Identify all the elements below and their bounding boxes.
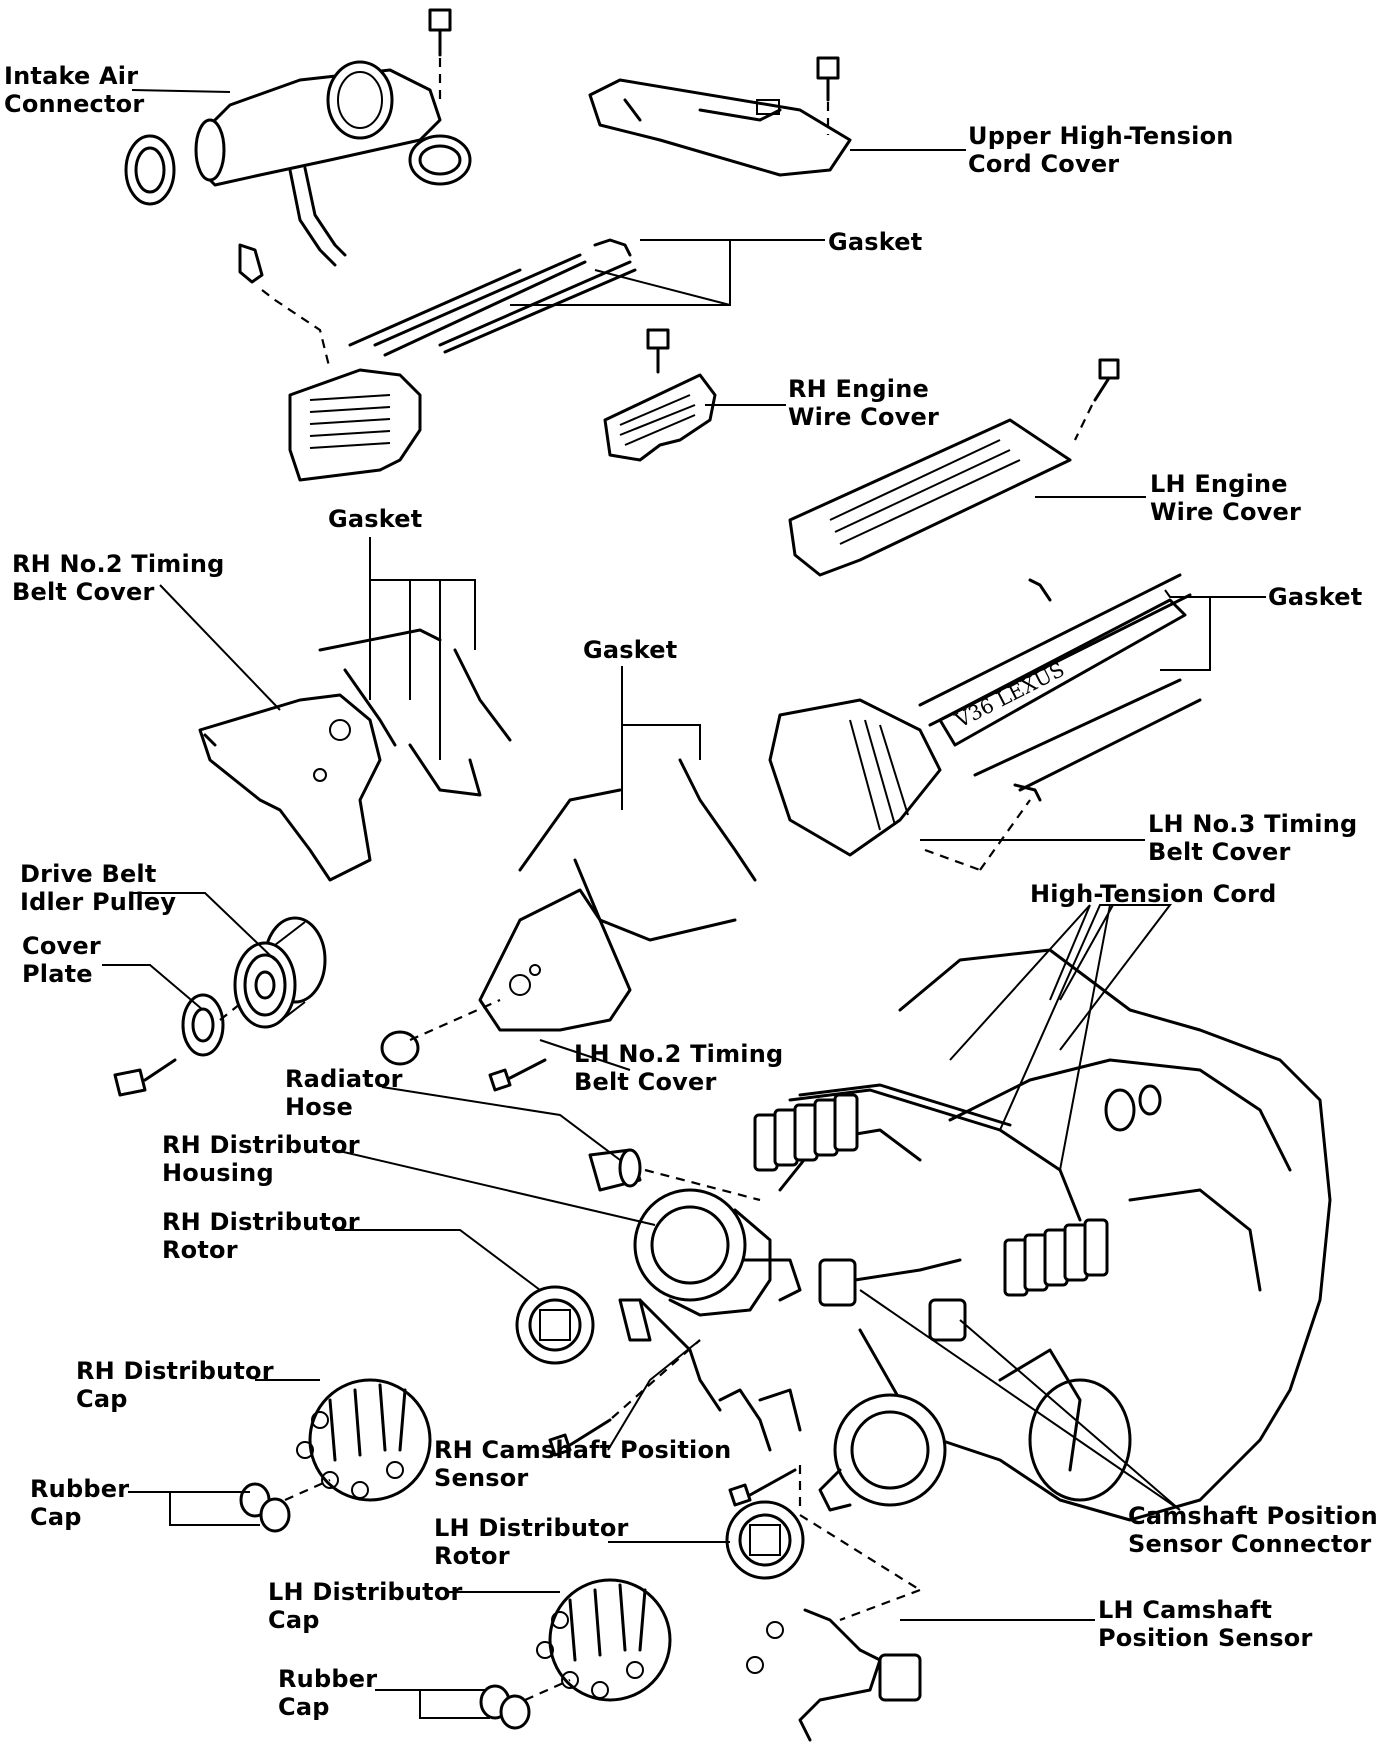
- label-rh-engine-wire-cover: RH Engine Wire Cover: [788, 375, 940, 431]
- lh-distributor-housing-part: [728, 1393, 947, 1512]
- rubber-cap-lower-part: [479, 1678, 571, 1730]
- rh-no3-timing-belt-cover-part: [238, 243, 422, 482]
- label-camshaft-position-sensor-connector: Camshaft Position Sensor Connector: [1128, 1502, 1376, 1558]
- label-lh-no3-timing-belt-cover: LH No.3 Timing Belt Cover: [1148, 810, 1358, 866]
- label-lh-engine-wire-cover: LH Engine Wire Cover: [1150, 470, 1302, 526]
- middle-gaskets-part: [518, 758, 757, 942]
- radiator-hose-part: [588, 1148, 761, 1202]
- drive-belt-idler-pulley-part: [233, 916, 327, 1029]
- lh-distributor-cap-part: [536, 1578, 672, 1702]
- rh-distributor-rotor-part: [515, 1285, 595, 1365]
- label-drive-belt-idler-pulley: Drive Belt Idler Pulley: [20, 860, 177, 916]
- rh-distributor-cap-part: [296, 1378, 432, 1502]
- label-rubber-cap-upper: Rubber Cap: [30, 1475, 130, 1531]
- cover-plate-part: [113, 993, 246, 1097]
- lh-distributor-rotor-part: [725, 1500, 921, 1622]
- high-tension-cord-part: [753, 1083, 1109, 1297]
- lh-engine-wire-cover-part: [788, 358, 1120, 577]
- label-lh-distributor-rotor: LH Distributor Rotor: [434, 1514, 629, 1570]
- left-gaskets-part: [318, 628, 512, 797]
- intake-air-connector-part: [124, 8, 472, 267]
- label-gasket-right: Gasket: [1268, 583, 1363, 611]
- lh-camshaft-position-sensor-part: [746, 1608, 922, 1742]
- label-gasket-top: Gasket: [828, 228, 923, 256]
- rh-distributor-housing-part: [633, 1188, 802, 1317]
- upper-high-tension-cord-cover-part: [588, 56, 852, 177]
- top-gaskets-part: [348, 238, 637, 357]
- label-upper-high-tension-cord-cover: Upper High-Tension Cord Cover: [968, 122, 1234, 178]
- label-rh-no2-timing-belt-cover: RH No.2 Timing Belt Cover: [12, 550, 225, 606]
- lh-no2-timing-belt-cover-part: [380, 888, 632, 1092]
- label-radiator-hose: Radiator Hose: [285, 1065, 403, 1121]
- label-cover-plate: Cover Plate: [22, 932, 101, 988]
- label-lh-no2-timing-belt-cover: LH No.2 Timing Belt Cover: [574, 1040, 784, 1096]
- label-high-tension-cord: High-Tension Cord: [1030, 880, 1277, 908]
- label-gasket-left: Gasket: [328, 505, 423, 533]
- engine-engraving: V36 LEXUS: [950, 657, 1068, 733]
- rubber-cap-upper-part: [239, 1478, 331, 1533]
- label-rh-distributor-rotor: RH Distributor Rotor: [162, 1208, 360, 1264]
- leader-lines: [102, 89, 1266, 1719]
- label-intake-air-connector: Intake Air Connector: [4, 62, 145, 118]
- label-lh-distributor-cap: LH Distributor Cap: [268, 1578, 463, 1634]
- label-gasket-middle: Gasket: [583, 636, 678, 664]
- lh-no3-timing-belt-cover-part: V36 LEXUS: [768, 573, 1202, 872]
- rh-engine-wire-cover-part: [603, 328, 717, 462]
- label-rh-distributor-housing: RH Distributor Housing: [162, 1131, 360, 1187]
- label-rh-camshaft-position-sensor: RH Camshaft Position Sensor: [434, 1436, 732, 1492]
- label-rh-distributor-cap: RH Distributor Cap: [76, 1357, 274, 1413]
- label-lh-camshaft-position-sensor: LH Camshaft Position Sensor: [1098, 1596, 1313, 1652]
- label-rubber-cap-lower: Rubber Cap: [278, 1665, 378, 1721]
- rh-no2-timing-belt-cover-part: [198, 693, 382, 882]
